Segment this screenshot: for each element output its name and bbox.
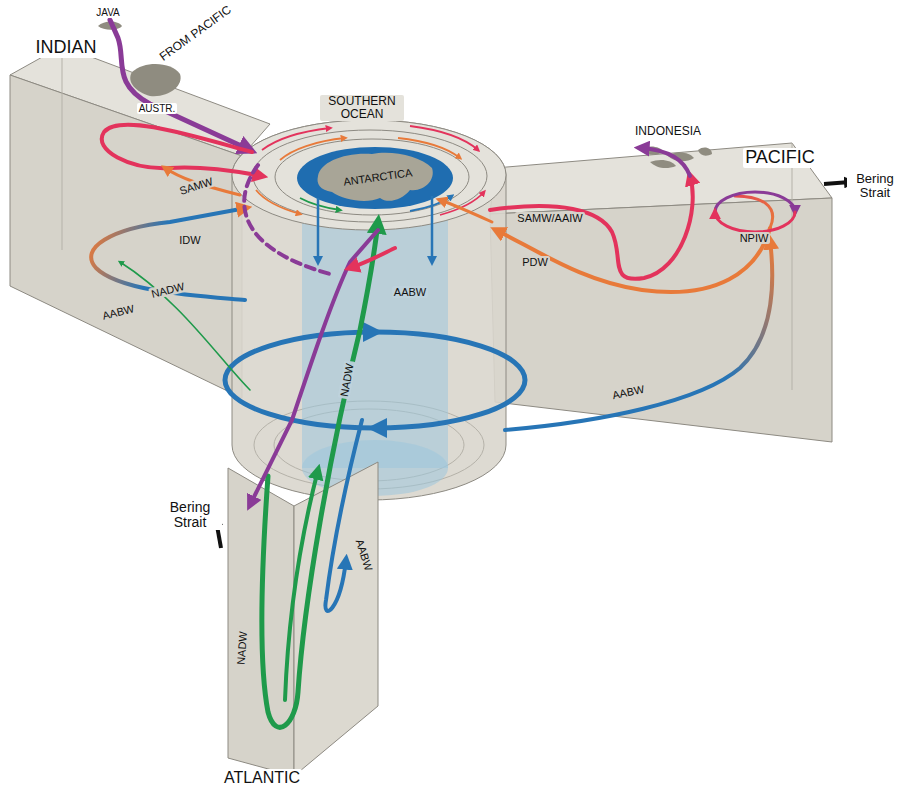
continent-name: ANTARCTICA [341,166,415,188]
circumpolar-current [256,126,484,215]
water-mass-label: NADW [235,629,250,667]
basin-name: ATLANTIC [222,769,302,787]
bering-strait-arrow [216,182,850,548]
atlantic-flows [250,222,395,727]
indian-flows [91,20,330,390]
place-label: INDONESIA [633,125,703,138]
flow-source-label: FROM PACIFIC [156,2,236,65]
ocean-name: SOUTHERN OCEAN [320,95,404,121]
basin-name: INDIAN [33,38,98,58]
water-mass-label: SAMW [176,174,216,197]
water-mass-label: IDW [177,234,202,246]
basin-name: PACIFIC [743,148,817,168]
water-mass-label: NPIW [738,232,771,244]
water-mass-label: NADW [148,280,187,301]
water-mass-label: AABW [392,286,428,298]
water-mass-label: PDW [520,256,550,268]
water-mass-label: AABW [609,382,647,401]
strait-name: Bering Strait [158,500,222,531]
water-mass-label: NADW [338,360,356,399]
southern-ocean-cylinder [232,120,506,500]
pacific-flows [440,148,795,430]
place-label: JAVA [94,7,122,18]
aabw-ring [225,332,525,428]
strait-name: Bering Strait [847,172,903,201]
water-mass-label: AABW [353,536,376,574]
place-label: AUSTR. [137,103,178,114]
water-mass-label: AABW [99,302,137,323]
water-mass-label: SAMW/AAIW [515,212,584,224]
pacific-basin [490,143,832,442]
